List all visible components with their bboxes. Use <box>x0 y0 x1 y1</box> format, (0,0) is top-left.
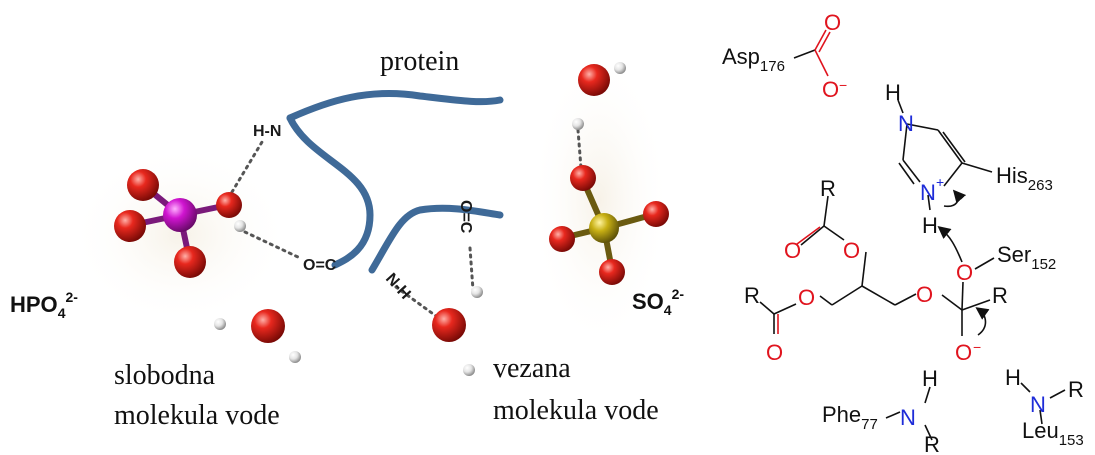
bound-water-molecule <box>432 286 483 376</box>
phosphate-molecule <box>114 169 246 278</box>
hbond-nh-water <box>394 285 438 318</box>
r-group-left: R <box>744 283 760 308</box>
r-group-phe: R <box>924 432 940 455</box>
free-water-label-line1: slobodna <box>114 360 216 391</box>
phosphate-oxygen-oh <box>216 192 242 218</box>
ester2-oxygen: O <box>798 285 815 310</box>
nitrogen-atoms: N N N N <box>898 111 1046 430</box>
phosphate-glow <box>70 145 290 325</box>
protein-chain-middle <box>286 114 374 269</box>
bond-label-oc-vertical: O=C <box>457 200 474 234</box>
phe-h: H <box>922 366 938 391</box>
serine-oxygen: O <box>956 260 973 285</box>
sulfate-water-molecule <box>572 62 626 130</box>
imidazole-h: H <box>885 80 901 105</box>
asp-carbonyl-oxygen: O <box>824 10 841 35</box>
asp-label: Asp176 <box>722 44 785 75</box>
sulfur-atom <box>589 213 619 243</box>
ester2-carbonyl-oxygen: O <box>766 340 783 365</box>
free-water-label-line2: molekula vode <box>114 400 280 431</box>
ester1-carbonyl-oxygen: O <box>784 238 801 263</box>
phosphate-hydrogen <box>234 220 246 232</box>
transferring-h: H <box>922 213 938 238</box>
sulfate-label: SO42- <box>632 286 684 318</box>
protein-chain-lower <box>368 204 504 274</box>
bound-water-label-line2: molekula vode <box>493 395 659 426</box>
his-label: His263 <box>996 163 1053 194</box>
hydrogen-bonds <box>230 128 583 318</box>
protein-label: protein <box>380 46 459 77</box>
phosphate-oxygen-2 <box>114 210 146 242</box>
imidazole-nplus-nitrogen: N <box>920 180 936 205</box>
hbond-phosphate-oc <box>243 230 302 260</box>
bond-label-hn: H-N <box>253 123 281 140</box>
asp-carboxylate-oxygen: O <box>822 77 839 102</box>
oxyanion-oxygen: O <box>955 340 972 365</box>
hydration-figure: H-N O=C N-H O=C <box>10 46 684 431</box>
electron-arrows <box>937 189 990 336</box>
phosphate-label: HPO42- <box>10 289 78 321</box>
leu-label: Leu153 <box>1022 418 1084 449</box>
lipase-mechanism: Asp176 His263 Ser152 Phe77 Leu153 O O O … <box>722 10 1084 455</box>
phosphate-oxygen-3 <box>174 246 206 278</box>
r-group-leu: R <box>1068 377 1084 402</box>
bond-label-nh: N-H <box>382 270 414 303</box>
ester1-oxygen: O <box>843 238 860 263</box>
imidazole-charge: + <box>936 174 944 190</box>
r-group-tetrahedral: R <box>992 283 1008 308</box>
arrow-ser <box>937 226 963 263</box>
bond-label-oc: O=C <box>303 257 337 274</box>
arrow-his <box>943 189 967 208</box>
sulfate-molecule <box>549 165 669 285</box>
phe-label: Phe77 <box>822 402 878 433</box>
hbond-phosphate-hn <box>230 140 264 194</box>
oxyanion-charge: − <box>973 339 981 355</box>
phe-nitrogen: N <box>900 405 916 430</box>
protein-chain-top <box>286 90 504 122</box>
leu-h: H <box>1005 365 1021 390</box>
phosphate-oxygen-1 <box>127 169 159 201</box>
ester3-oxygen: O <box>916 282 933 307</box>
ser-label: Ser152 <box>997 242 1056 273</box>
mechanism-bonds <box>759 29 1066 441</box>
hbond-oc-water <box>468 246 475 292</box>
free-water-molecule <box>214 309 301 363</box>
r-groups: R R R R R <box>744 176 1084 455</box>
hbond-water-sulfate <box>576 128 583 170</box>
r-group-top: R <box>820 176 836 201</box>
arrow-oxyanion <box>975 307 990 336</box>
phosphorus-atom <box>163 198 197 232</box>
leu-nitrogen: N <box>1030 392 1046 417</box>
sulfate-glow <box>530 50 670 350</box>
bound-water-label-line1: vezana <box>493 353 571 384</box>
oxygen-atoms: O O O O O O O O O <box>766 10 973 365</box>
protein-chain <box>286 90 504 274</box>
asp-charge: − <box>839 77 847 93</box>
imidazole-nh-nitrogen: N <box>898 111 914 136</box>
hydrogen-atoms: H H H H <box>885 80 1021 391</box>
